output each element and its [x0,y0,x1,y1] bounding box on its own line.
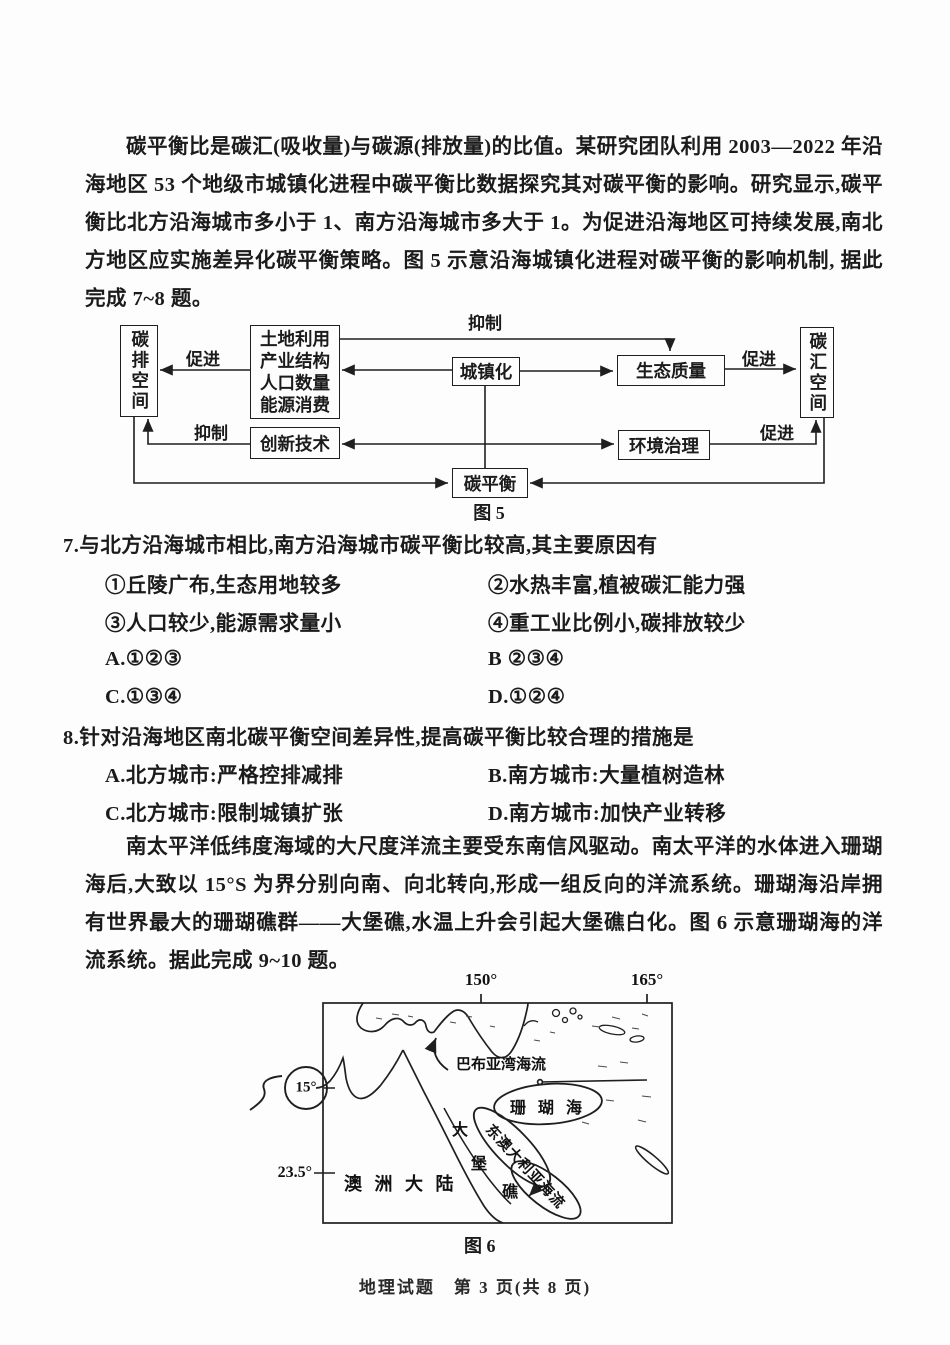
driver-line-energy: 能源消费 [260,395,330,415]
node-urbanization-drivers: 土地利用 产业结构 人口数量 能源消费 [250,325,340,419]
passage-south-pacific: 南太平洋低纬度海域的大尺度洋流主要受东南信风驱动。南太平洋的水体进入珊瑚海后,大… [85,836,883,972]
q7-item-4: ④重工业比例小,碳排放较少 [488,613,746,635]
question-7-stem: 7.与北方沿海城市相比,南方沿海城市碳平衡比较高,其主要原因有 [63,535,658,557]
q7-item-1: ①丘陵广布,生态用地较多 [105,575,342,597]
node-carbon-emission-space: 碳排空间 [120,325,158,417]
edge-label-promote-bottom-right: 促进 [760,424,794,443]
edge-label-inhibit-top: 抑制 [468,314,502,333]
passage-carbon-balance: 碳平衡比是碳汇(吸收量)与碳源(排放量)的比值。某研究团队利用 2003—202… [85,136,883,310]
papua-gulf-current-label: 巴布亚湾海流 [456,1057,547,1073]
q8-option-d: D.南方城市:加快产业转移 [488,803,727,825]
q7-item-3: ③人口较少,能源需求量小 [105,613,342,635]
q7-option-b: B ②③④ [488,648,565,670]
node-carbon-balance: 碳平衡 [452,468,528,498]
node-carbon-sink-space: 碳汇空间 [800,327,834,418]
reef-char-3: 礁 [502,1184,519,1201]
edge-label-promote-right: 促进 [742,350,776,369]
reef-char-2: 堡 [471,1156,488,1173]
flowchart-connectors [133,338,825,489]
longitude-165-label: 165° [630,970,664,989]
latitude-23-5-label: 23.5° [277,1164,312,1181]
node-urbanization: 城镇化 [452,357,520,386]
driver-line-industry: 产业结构 [260,351,330,371]
q8-option-a: A.北方城市:严格控排减排 [105,765,344,787]
figure6-map: 150° 165° 15° 23.5° 澳 洲 大 陆 巴布亚湾海流 珊 瑚 海… [240,970,700,1262]
figure5-caption: 图 5 [473,503,505,523]
map-drawing [249,994,673,1224]
node-env-governance: 环境治理 [618,430,710,460]
latitude-15-label: 15° [295,1079,317,1096]
q7-option-d: D.①②④ [488,686,566,708]
question-8-stem: 8.针对沿海地区南北碳平衡空间差异性,提高碳平衡比较合理的措施是 [63,727,694,749]
driver-line-land: 土地利用 [260,329,330,349]
q7-option-a: A.①②③ [105,648,183,670]
driver-line-population: 人口数量 [260,373,330,393]
coral-sea-label: 珊 瑚 海 [509,1100,587,1117]
edge-label-promote-left: 促进 [186,350,220,369]
node-eco-quality: 生态质量 [617,355,725,386]
australia-label: 澳 洲 大 陆 [344,1174,458,1194]
node-innovation-tech: 创新技术 [250,427,340,459]
q8-option-c: C.北方城市:限制城镇扩张 [105,803,344,825]
edge-label-inhibit-bottom-left: 抑制 [194,424,228,443]
q8-option-b: B.南方城市:大量植树造林 [488,765,726,787]
q7-option-c: C.①③④ [105,686,183,708]
longitude-150-label: 150° [464,970,498,989]
figure5-flowchart: 碳排空间 土地利用 产业结构 人口数量 能源消费 创新技术 城镇化 生态质量 环… [110,303,850,523]
figure6-caption: 图 6 [464,1236,496,1256]
page-footer: 地理试题 第 3 页(共 8 页) [358,1278,592,1297]
q7-item-2: ②水热丰富,植被碳汇能力强 [488,575,746,597]
reef-char-1: 大 [452,1122,469,1139]
